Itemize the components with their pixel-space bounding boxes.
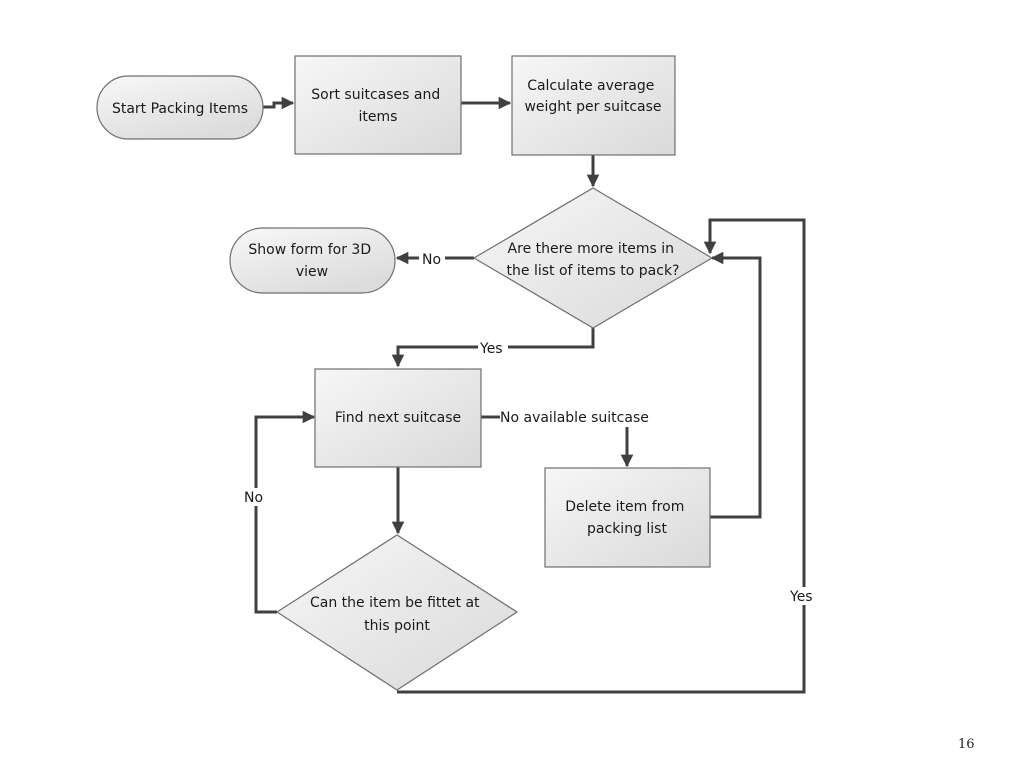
sort-process-label: Sort suitcases and items: [311, 87, 444, 125]
calculate-process-node: Calculate average weight per suitcase: [511, 55, 676, 156]
edge-label-yes-more-items: Yes: [479, 341, 503, 357]
show-form-terminator-node: Show form for 3D view: [229, 227, 396, 294]
edge-label-no-available-suitcase: No available suitcase: [500, 410, 649, 426]
edge-label-no-fit: No: [244, 490, 263, 506]
more-items-decision-label: Are there more items in the list of item…: [507, 241, 680, 279]
fit-decision-node: Can the item be fittet at this point: [275, 534, 519, 691]
edge-fit-no-loop: [254, 410, 316, 614]
edge-label-bg: [419, 250, 445, 267]
edge-delete-to-decision: [710, 251, 762, 519]
sort-process-node: Sort suitcases and items: [294, 55, 462, 155]
start-terminator-label: Start Packing Items: [112, 101, 248, 117]
show-form-terminator-label: Show form for 3D view: [248, 242, 375, 280]
find-next-suitcase-label: Find next suitcase: [335, 410, 461, 426]
delete-item-label: Delete item from packing list: [565, 499, 689, 537]
edge-fit-yes-loop: [397, 218, 806, 694]
edge-label-bg: [241, 488, 271, 506]
start-terminator-node: Start Packing Items: [96, 75, 264, 140]
more-items-decision-node: Are there more items in the list of item…: [472, 187, 714, 329]
fit-decision-label: Can the item be fittet at this point: [310, 595, 484, 634]
page-number: 16: [958, 737, 975, 752]
calculate-process-label: Calculate average weight per suitcase: [524, 78, 661, 115]
delete-item-node: Delete item from packing list: [544, 467, 711, 568]
edge-start-to-sort: [263, 96, 295, 110]
edge-label-bg: [787, 587, 821, 605]
edge-label-no-more-items: No: [422, 252, 441, 268]
find-next-suitcase-node: Find next suitcase: [314, 368, 482, 468]
edge-label-bg: [478, 339, 508, 356]
edge-label-yes-fit: Yes: [789, 589, 813, 605]
